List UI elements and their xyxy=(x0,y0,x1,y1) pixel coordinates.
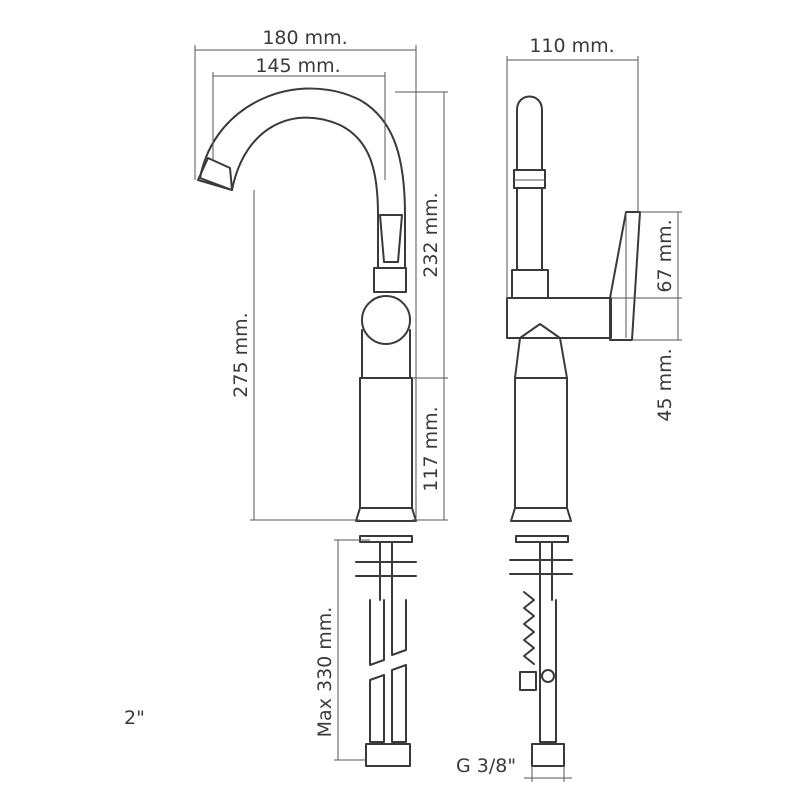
hose-nut xyxy=(365,743,411,767)
hose-left-lower xyxy=(369,674,385,743)
dim-label-145: 145 mm. xyxy=(255,55,340,77)
dim-label-110: 110 mm. xyxy=(529,35,614,57)
lever-knob xyxy=(361,295,411,345)
front-spring-hose xyxy=(523,591,535,665)
hose-right-upper xyxy=(391,599,407,656)
dim-label-45: 45 mm. xyxy=(654,348,676,421)
hose-right-lower xyxy=(391,664,407,743)
front-body xyxy=(506,297,612,339)
base-flange xyxy=(355,507,417,522)
front-view: 110 mm. 67 mm. 45 mm. G 3/8" xyxy=(456,35,682,782)
dim-label-330: Max 330 mm. xyxy=(314,607,336,738)
front-lever xyxy=(609,211,641,341)
partial-thread-label: 2" xyxy=(124,707,145,729)
front-supply-hose xyxy=(539,599,557,743)
front-spout xyxy=(516,95,543,171)
front-swivel xyxy=(511,269,549,299)
dim-label-232: 232 mm. xyxy=(420,192,442,277)
hose-left-upper xyxy=(369,599,385,666)
front-spout-tube xyxy=(516,187,543,271)
front-mount-washer xyxy=(515,535,569,543)
dim-label-117: 117 mm. xyxy=(420,406,442,491)
dim-label-thread: G 3/8" xyxy=(456,755,516,777)
front-supply-joint xyxy=(541,669,555,683)
spout-joint xyxy=(379,214,403,263)
spout-outline xyxy=(199,87,406,269)
dim-label-67: 67 mm. xyxy=(654,219,676,292)
front-spring-weight xyxy=(519,671,537,691)
mount-washer xyxy=(359,535,413,543)
dim-label-180: 180 mm. xyxy=(262,27,347,49)
front-aerator xyxy=(513,169,546,189)
lever-collar xyxy=(373,267,407,293)
spout-outlet xyxy=(197,157,233,191)
front-hose-nut xyxy=(531,743,565,767)
dim-label-275: 275 mm. xyxy=(230,312,252,397)
side-view: 180 mm. 145 mm. 232 mm. 117 mm. 275 mm. … xyxy=(124,27,448,767)
front-body-taper xyxy=(514,323,568,379)
front-base-flange xyxy=(510,507,572,522)
body-base xyxy=(359,377,413,509)
front-base xyxy=(514,377,568,509)
